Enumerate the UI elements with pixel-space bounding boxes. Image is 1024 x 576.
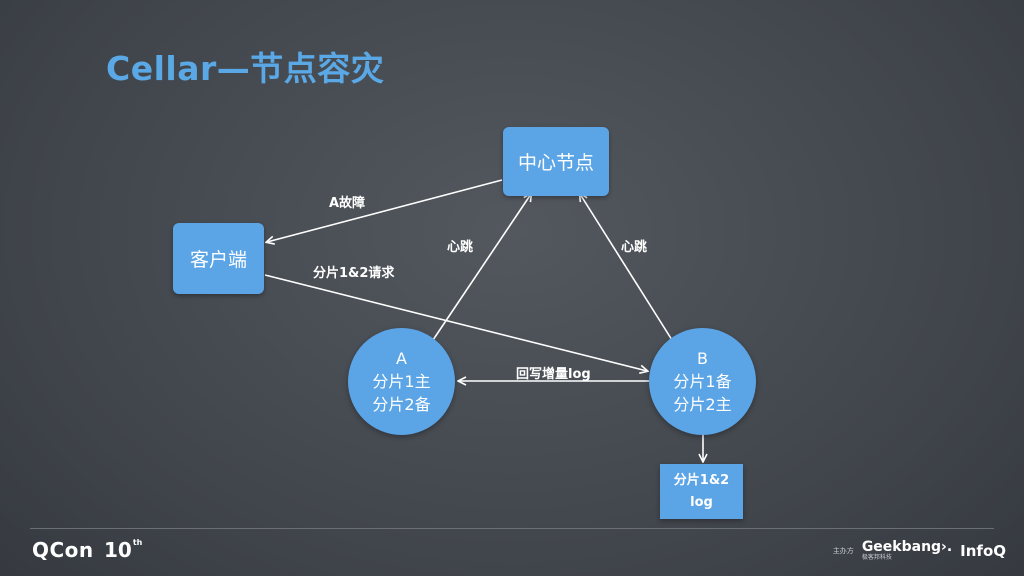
- footer-sponsors: 主办方 Geekbang›. 极客邦科技 InfoQ: [833, 540, 1006, 561]
- node-b-shard-1: 分片1备: [673, 372, 732, 391]
- arrow-b-to-center: [580, 194, 673, 341]
- qcon-logo: QCon: [32, 538, 94, 562]
- log-node-line-1: 分片1&2: [673, 472, 730, 488]
- node-a-shard-1: 分片1主: [372, 372, 431, 391]
- infoq-logo: InfoQ: [960, 541, 1006, 560]
- label-shard-request: 分片1&2请求: [313, 266, 395, 281]
- qcon-edition-logo: 10th: [104, 538, 142, 562]
- footer-divider: [30, 528, 994, 529]
- node-a-shard-2: 分片2备: [372, 395, 431, 414]
- sponsor-label: 主办方: [832, 546, 854, 555]
- qcon-edition-suffix: th: [132, 538, 143, 547]
- label-heartbeat-a: 心跳: [447, 240, 474, 255]
- arrow-center-to-client: [267, 179, 503, 242]
- node-a: A 分片1主 分片2备: [348, 328, 455, 435]
- geekbang-logo-subtext: 极客邦科技: [861, 554, 892, 561]
- label-heartbeat-b: 心跳: [621, 240, 648, 255]
- log-node: 分片1&2 log: [660, 464, 743, 519]
- qcon-edition-number: 10: [104, 538, 132, 562]
- center-node: 中心节点: [503, 127, 609, 196]
- client-node: 客户端: [173, 223, 264, 294]
- node-a-name: A: [396, 349, 407, 368]
- slide-title: Cellar—节点容灾: [106, 49, 385, 88]
- geekbang-logo: Geekbang›. 极客邦科技: [862, 540, 952, 561]
- arrow-a-to-center: [432, 194, 531, 341]
- arrow-client-to-b: [264, 274, 647, 371]
- label-write-back-log: 回写增量log: [516, 367, 591, 382]
- node-b: B 分片1备 分片2主: [649, 328, 756, 435]
- log-node-line-2: log: [690, 494, 713, 510]
- label-a-failure: A故障: [329, 196, 366, 211]
- geekbang-logo-text: Geekbang›.: [861, 539, 953, 555]
- node-b-name: B: [697, 349, 708, 368]
- node-b-shard-2: 分片2主: [673, 395, 732, 414]
